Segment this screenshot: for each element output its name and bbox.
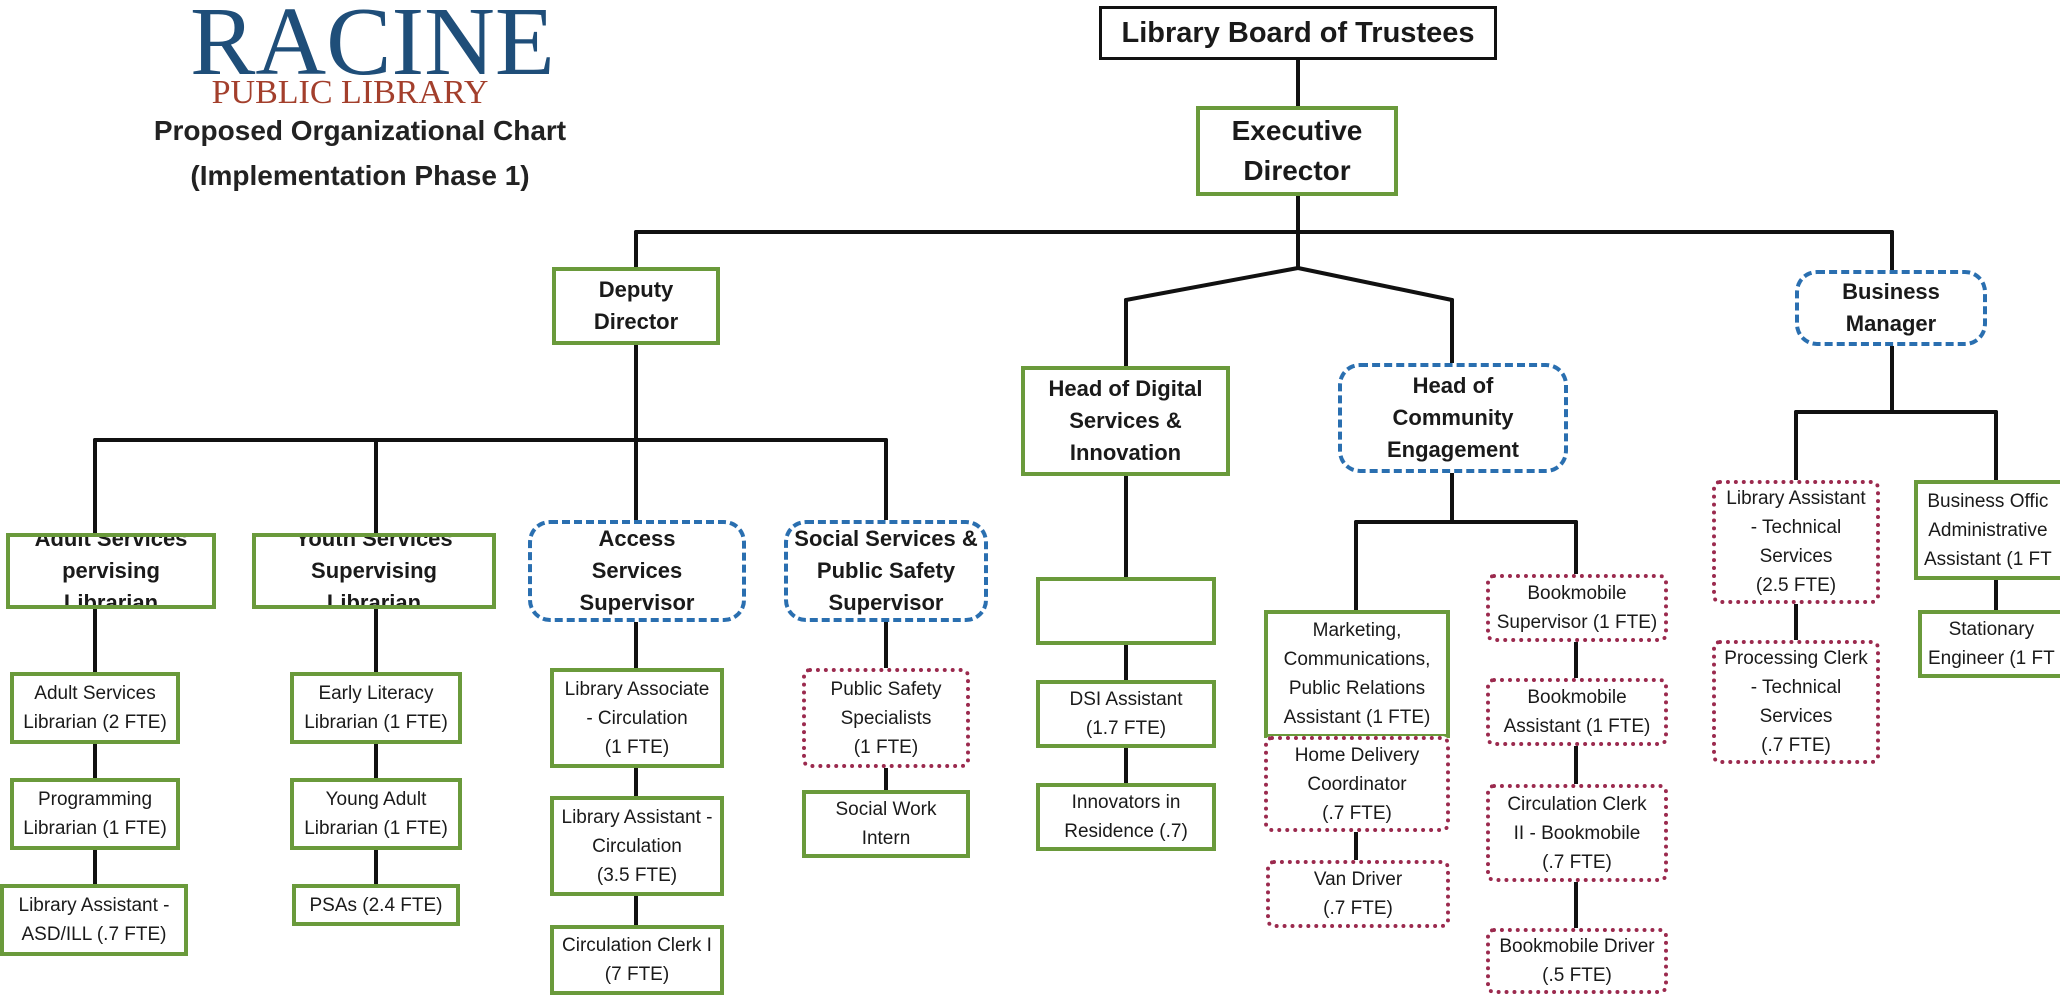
node-programming-librarian: Programming Librarian (1 FTE) <box>10 778 180 850</box>
node-social-work-intern: Social Work Intern <box>802 790 970 858</box>
node-bookmobile-assistant: Bookmobile Assistant (1 FTE) <box>1486 678 1668 746</box>
node-social-services-supervisor: Social Services & Public Safety Supervis… <box>784 520 988 622</box>
logo: RACINE PUBLIC LIBRARY <box>190 0 555 111</box>
node-head-digital-services: Head of Digital Services & Innovation <box>1021 366 1230 476</box>
node-young-adult-librarian: Young Adult Librarian (1 FTE) <box>290 778 462 850</box>
node-public-safety-specialists: Public Safety Specialists (1 FTE) <box>802 668 970 768</box>
chart-subtitle: (Implementation Phase 1) <box>190 160 530 191</box>
chart-title: Proposed Organizational Chart <box>153 115 567 146</box>
node-head-community-engagement: Head of Community Engagement <box>1338 363 1568 473</box>
node-van-driver: Van Driver (.7 FTE) <box>1266 860 1450 928</box>
node-psas: PSAs (2.4 FTE) <box>292 884 460 926</box>
node-bookmobile-driver: Bookmobile Driver (.5 FTE) <box>1486 928 1668 994</box>
node-library-assistant-technical: Library Assistant - Technical Services (… <box>1712 480 1880 604</box>
node-innovators-in-residence: Innovators in Residence (.7) <box>1036 783 1216 851</box>
node-business-office-assistant: Business Offic Administrative Assistant … <box>1914 480 2060 580</box>
node-library-associate-circulation: Library Associate - Circulation (1 FTE) <box>550 668 724 768</box>
node-executive-director: Executive Director <box>1196 106 1398 196</box>
node-deputy-director: Deputy Director <box>552 267 720 345</box>
connector-line <box>1296 266 1454 302</box>
node-adult-services-supervisor: Adult Services pervising Librarian <box>6 533 216 609</box>
node-marketing-assistant: Marketing, Communications, Public Relati… <box>1264 610 1450 738</box>
logo-name: RACINE <box>190 0 555 96</box>
node-youth-services-supervisor: Youth Services Supervising Librarian <box>252 533 496 609</box>
logo-subtitle: PUBLIC LIBRARY <box>211 74 489 111</box>
node-board: Library Board of Trustees <box>1099 6 1497 60</box>
node-dsi-assistant: DSI Assistant (1.7 FTE) <box>1036 680 1216 748</box>
node-dsi-associate <box>1036 577 1216 645</box>
node-library-assistant-asd: Library Assistant - ASD/ILL (.7 FTE) <box>0 884 188 956</box>
node-adult-services-librarian: Adult Services Librarian (2 FTE) <box>10 672 180 744</box>
node-business-manager: Business Manager <box>1795 270 1987 346</box>
node-stationary-engineer: Stationary Engineer (1 FT <box>1918 610 2060 678</box>
node-access-services-supervisor: Access Services Supervisor <box>528 520 746 622</box>
node-processing-clerk-technical: Processing Clerk - Technical Services (.… <box>1712 640 1880 764</box>
node-early-literacy-librarian: Early Literacy Librarian (1 FTE) <box>290 672 462 744</box>
connector-line <box>1124 266 1300 302</box>
node-home-delivery-coordinator: Home Delivery Coordinator (.7 FTE) <box>1264 736 1450 832</box>
node-bookmobile-supervisor: Bookmobile Supervisor (1 FTE) <box>1486 574 1668 642</box>
node-circulation-clerk-2-bookmobile: Circulation Clerk II - Bookmobile (.7 FT… <box>1486 784 1668 882</box>
node-circulation-clerk-1: Circulation Clerk I (7 FTE) <box>550 925 724 995</box>
node-library-assistant-circulation: Library Assistant - Circulation (3.5 FTE… <box>550 796 724 896</box>
